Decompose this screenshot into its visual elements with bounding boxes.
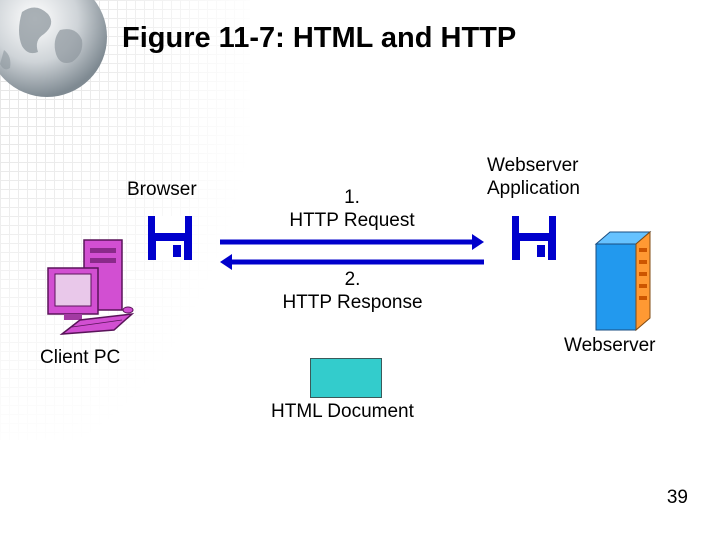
http-request-label: 1. HTTP Request [287,186,417,232]
client-pc-label: Client PC [40,347,121,368]
app-label-line2: Application [487,178,580,199]
floppy-disk-icon [148,216,192,260]
http-response-arrow [220,254,484,270]
webserver-label: Webserver [564,335,656,356]
http-response-label: 2. HTTP Response [270,268,435,314]
html-document-label: HTML Document [271,401,414,422]
http-request-arrow [220,234,484,250]
webserver-application-label: Webserver Application [487,154,587,200]
globe-icon [0,0,107,97]
response-step-number: 2. [344,269,361,290]
floppy-disk-icon [512,216,556,260]
app-label-line1: Webserver [487,155,579,176]
browser-label: Browser [127,179,197,200]
page-number: 39 [666,487,688,508]
html-document-icon [310,358,382,398]
webserver-icon [594,230,652,332]
request-label-text: HTTP Request [289,210,415,231]
request-step-number: 1. [344,187,360,208]
page-title: Figure 11-7: HTML and HTTP [122,22,517,54]
response-label-text: HTTP Response [282,292,423,313]
client-pc-icon [47,239,135,335]
